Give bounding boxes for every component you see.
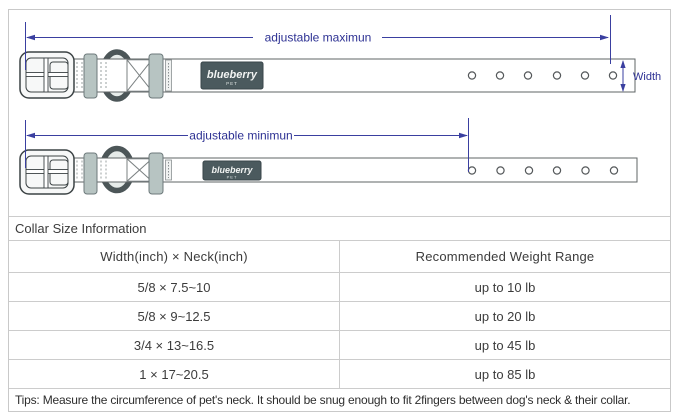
dimension-arrow-width [620,60,626,92]
max-dimension-label: adjustable maximun [265,31,372,45]
dimension-arrow-max [25,15,611,70]
width-dimension-label: Width [633,71,661,83]
weight-cell: up to 45 lb [474,337,536,353]
size-cell: 3/4 × 13~16.5 [9,331,340,359]
chart-frame: blueberry PET [8,9,671,412]
tips-row: Tips: Measure the circumference of pet's… [9,388,670,411]
logo-patch: blueberry PET [200,61,264,90]
table-title-row: Collar Size Information [9,216,670,240]
arrowhead-right-icon [600,34,609,41]
size-cell: 1 × 17~20.5 [9,360,340,388]
buckle [19,149,75,195]
keeper-band [148,152,164,195]
x-stitch-box [126,158,153,182]
arrowhead-left-icon [26,34,35,41]
adjustment-holes [467,71,618,80]
column-header-weight: Recommended Weight Range [415,249,595,264]
arrowhead-right-icon [459,132,468,139]
table-header-row: Width(inch) × Neck(inch) Recommended Wei… [9,240,670,272]
brand-sub: PET [226,81,238,86]
buckle [19,51,75,99]
collar-min-illustration: blueberry PET [19,145,638,195]
keeper-band [148,53,164,99]
weight-cell: up to 85 lb [474,366,536,382]
arrowhead-left-icon [26,132,35,139]
weight-cell: up to 10 lb [474,279,536,295]
size-cell: 5/8 × 7.5~10 [9,273,340,301]
min-dimension-label: adjustable minimun [189,129,292,143]
stitch-lines [76,160,107,180]
buckle-bar [43,155,49,189]
table-row: 3/4 × 13~16.5 up to 45 lb [9,330,670,359]
weight-cell: up to 20 lb [474,308,536,324]
table-row: 5/8 × 9~12.5 up to 20 lb [9,301,670,330]
arrowhead-up-icon [620,60,626,68]
buckle-bar [43,57,49,93]
table-row: 5/8 × 7.5~10 up to 10 lb [9,272,670,301]
table-title: Collar Size Information [15,221,147,236]
dimension-arrow-min [25,118,469,172]
adjustment-holes [467,166,619,175]
x-stitch-box [126,59,153,92]
column-header-size: Width(inch) × Neck(inch) [9,241,340,272]
size-cell: 5/8 × 9~12.5 [9,302,340,330]
brand-sub: PET [227,175,238,180]
keeper-band [83,53,98,99]
stitch-lines [76,62,107,89]
brand-name: blueberry [211,165,253,175]
arrowhead-down-icon [620,84,626,92]
collar-diagram: blueberry PET [19,15,661,195]
brand-name: blueberry [207,69,258,81]
collar-diagram-area: blueberry PET [9,10,670,216]
tips-text: Tips: Measure the circumference of pet's… [15,393,631,407]
logo-patch: blueberry PET [202,160,262,181]
keeper-band [83,152,98,195]
table-row: 1 × 17~20.5 up to 85 lb [9,359,670,388]
woven-label [165,159,172,181]
woven-label [165,59,172,92]
collar-max-illustration: blueberry PET [19,49,636,102]
